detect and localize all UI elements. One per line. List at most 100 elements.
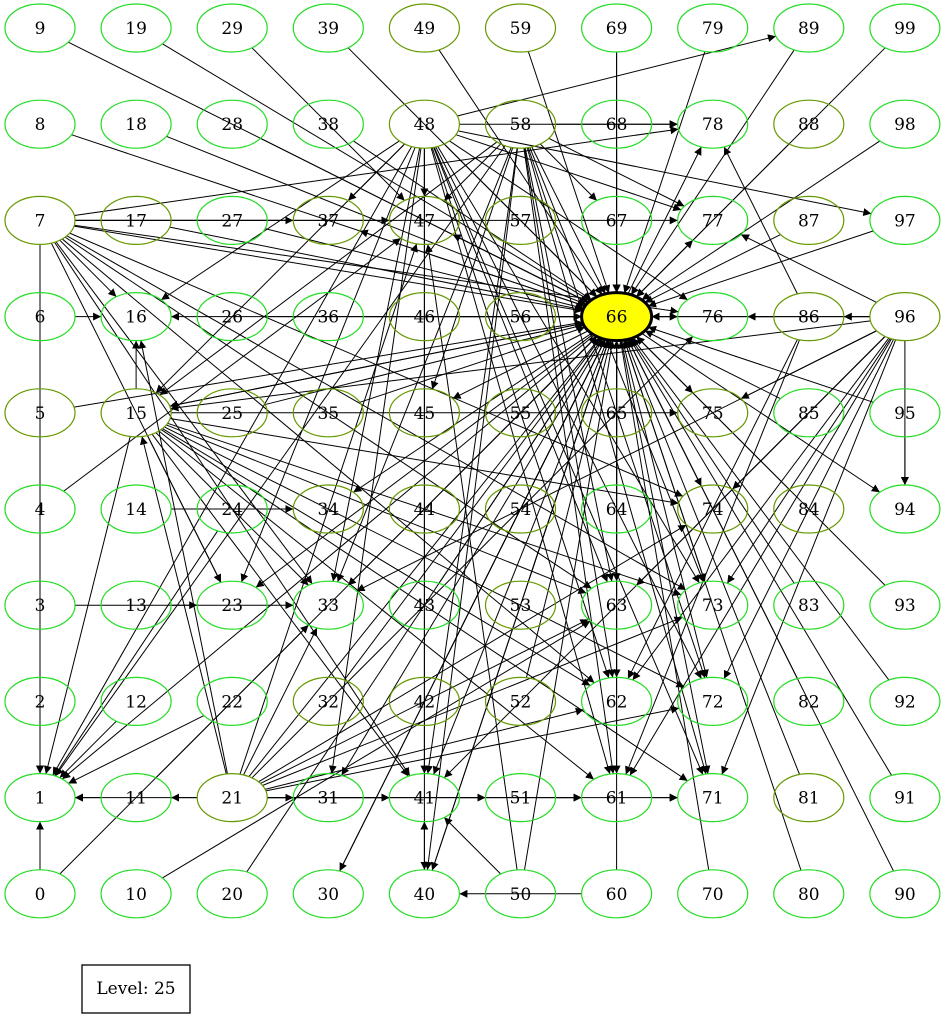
node-32[interactable]: 32 [292,676,364,727]
node-95[interactable]: 95 [869,388,941,438]
node-52[interactable]: 52 [484,676,557,727]
node-31[interactable]: 31 [292,772,364,823]
node-57[interactable]: 57 [484,195,557,245]
node-2[interactable]: 2 [4,676,76,727]
node-13[interactable]: 13 [100,580,172,630]
node-18[interactable]: 18 [100,99,172,149]
node-28[interactable]: 28 [196,99,268,149]
node-29[interactable]: 29 [196,3,268,53]
node-54[interactable]: 54 [484,484,557,534]
node-30[interactable]: 30 [292,869,364,919]
node-76[interactable]: 76 [677,292,749,342]
node-70[interactable]: 70 [677,869,749,919]
node-83[interactable]: 83 [773,580,845,630]
node-64[interactable]: 64 [580,484,653,534]
node-94[interactable]: 94 [869,484,941,534]
node-14[interactable]: 14 [100,484,172,534]
node-9[interactable]: 9 [4,3,76,53]
node-8[interactable]: 8 [4,99,76,149]
node-72[interactable]: 72 [677,676,749,727]
node-80[interactable]: 80 [773,869,845,919]
node-49[interactable]: 49 [388,3,460,53]
node-6[interactable]: 6 [4,292,76,342]
node-60[interactable]: 60 [580,869,653,919]
node-65[interactable]: 65 [580,388,653,438]
node-39[interactable]: 39 [292,3,364,53]
node-59[interactable]: 59 [484,3,557,53]
node-56[interactable]: 56 [484,292,557,342]
node-37[interactable]: 37 [292,195,364,245]
node-88[interactable]: 88 [773,99,845,149]
node-62[interactable]: 62 [580,676,653,727]
node-11[interactable]: 11 [100,772,172,823]
node-47[interactable]: 47 [388,195,460,245]
node-20[interactable]: 20 [196,869,268,919]
node-67[interactable]: 67 [580,195,653,245]
node-75[interactable]: 75 [677,388,749,438]
node-43[interactable]: 43 [388,580,460,630]
node-92[interactable]: 92 [869,676,941,727]
node-16[interactable]: 16 [100,292,172,342]
node-93[interactable]: 93 [869,580,941,630]
node-84[interactable]: 84 [773,484,845,534]
node-53[interactable]: 53 [484,580,557,630]
node-19[interactable]: 19 [100,3,172,53]
node-34[interactable]: 34 [292,484,364,534]
node-55[interactable]: 55 [484,388,557,438]
node-36[interactable]: 36 [292,292,364,342]
node-22[interactable]: 22 [196,676,268,727]
node-38[interactable]: 38 [292,99,364,149]
node-45[interactable]: 45 [388,388,460,438]
node-74[interactable]: 74 [677,484,749,534]
node-33[interactable]: 33 [292,580,364,630]
node-25[interactable]: 25 [196,388,268,438]
node-17[interactable]: 17 [100,195,172,245]
node-89[interactable]: 89 [773,3,845,53]
node-61[interactable]: 61 [580,772,653,823]
node-4[interactable]: 4 [4,484,76,534]
node-15[interactable]: 15 [100,388,172,438]
node-63[interactable]: 63 [580,580,653,630]
node-41[interactable]: 41 [388,772,460,823]
node-71[interactable]: 71 [677,772,749,823]
node-87[interactable]: 87 [773,195,845,245]
node-91[interactable]: 91 [869,772,941,823]
node-44[interactable]: 44 [388,484,460,534]
node-77[interactable]: 77 [677,195,749,245]
node-46[interactable]: 46 [388,292,460,342]
node-68[interactable]: 68 [580,99,653,149]
node-5[interactable]: 5 [4,388,76,438]
node-42[interactable]: 42 [388,676,460,727]
node-69[interactable]: 69 [580,3,653,53]
node-35[interactable]: 35 [292,388,364,438]
node-10[interactable]: 10 [100,869,172,919]
node-23[interactable]: 23 [196,580,268,630]
node-21[interactable]: 21 [196,772,268,823]
node-98[interactable]: 98 [869,99,941,149]
node-51[interactable]: 51 [484,772,557,823]
node-81[interactable]: 81 [773,772,845,823]
node-48[interactable]: 48 [388,99,460,149]
node-85[interactable]: 85 [773,388,845,438]
node-73[interactable]: 73 [677,580,749,630]
node-96[interactable]: 96 [869,292,941,342]
node-3[interactable]: 3 [4,580,76,630]
node-40[interactable]: 40 [388,869,460,919]
node-0[interactable]: 0 [4,869,76,919]
node-12[interactable]: 12 [100,676,172,727]
node-82[interactable]: 82 [773,676,845,727]
node-78[interactable]: 78 [677,99,749,149]
node-66[interactable]: 66 [580,291,654,343]
node-86[interactable]: 86 [773,292,845,342]
node-99[interactable]: 99 [869,3,941,53]
node-58[interactable]: 58 [484,99,557,149]
node-97[interactable]: 97 [869,195,941,245]
node-90[interactable]: 90 [869,869,941,919]
node-79[interactable]: 79 [677,3,749,53]
node-27[interactable]: 27 [196,195,268,245]
node-26[interactable]: 26 [196,292,268,342]
node-50[interactable]: 50 [484,869,557,919]
node-24[interactable]: 24 [196,484,268,534]
node-1[interactable]: 1 [4,772,76,823]
node-7[interactable]: 7 [4,195,76,245]
